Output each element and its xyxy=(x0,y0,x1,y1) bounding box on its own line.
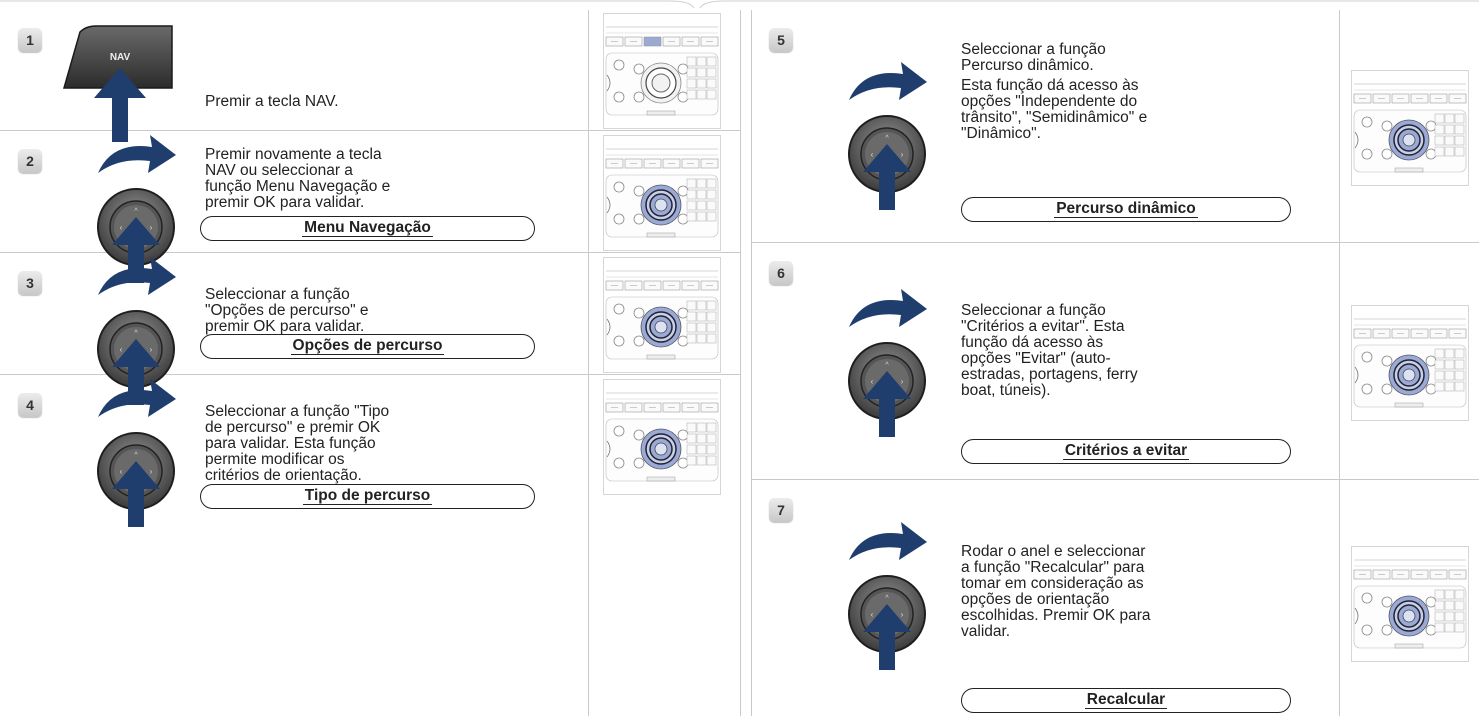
push-arrow-icon xyxy=(94,68,146,142)
svg-text:^: ^ xyxy=(134,452,138,459)
instruction-paragraph: Premir a tecla NAV. xyxy=(205,93,339,110)
svg-text:›: › xyxy=(901,150,904,159)
svg-text:›: › xyxy=(901,610,904,619)
svg-text:NAV: NAV xyxy=(110,52,131,63)
console-thumbnail xyxy=(1351,305,1469,421)
console-thumbnail xyxy=(603,379,721,495)
svg-text:›: › xyxy=(150,345,153,354)
menu-function-label: Percurso dinâmico xyxy=(961,197,1291,222)
svg-text:^: ^ xyxy=(885,362,889,369)
step-number-badge: 3 xyxy=(18,271,42,295)
push-arrow-icon xyxy=(863,371,911,437)
push-arrow-icon xyxy=(863,604,911,670)
step-7: 7 OK ^ ‹ › Rodar o anel e seleccionar a … xyxy=(751,480,1479,716)
svg-text:‹: ‹ xyxy=(871,377,874,386)
step-5: 5 OK ^ ‹ › Seleccionar a função Percurso… xyxy=(751,10,1479,243)
step-number-badge: 2 xyxy=(18,149,42,173)
rotary-knob-icon: OK ^ ‹ › xyxy=(90,377,182,527)
rotary-knob-icon: OK ^ ‹ › xyxy=(841,287,933,437)
push-arrow-icon xyxy=(863,144,911,210)
svg-text:›: › xyxy=(150,467,153,476)
curved-arrow-icon xyxy=(98,135,176,173)
step-4: 4 OK ^ ‹ › Seleccionar a função "Tipo de… xyxy=(0,375,740,716)
step-6: 6 OK ^ ‹ › Seleccionar a função "Critéri… xyxy=(751,243,1479,480)
step-2: 2 OK ^ ‹ › Premir novamente a tecla NAV … xyxy=(0,131,740,283)
console-thumbnail xyxy=(1351,546,1469,662)
svg-text:^: ^ xyxy=(885,595,889,602)
menu-function-label-text: Menu Navegação xyxy=(302,219,433,237)
cell-divider xyxy=(588,253,589,374)
curved-arrow-icon xyxy=(849,62,927,100)
svg-text:^: ^ xyxy=(134,330,138,337)
console-thumbnail xyxy=(603,13,721,129)
step-number-badge: 4 xyxy=(18,393,42,417)
top-rule xyxy=(0,0,1479,10)
push-arrow-icon xyxy=(112,461,160,527)
svg-text:‹: ‹ xyxy=(120,467,123,476)
step-number-badge: 6 xyxy=(769,261,793,285)
console-thumbnail xyxy=(603,135,721,251)
step-1: 1 NAV Premir a tecla NAV. xyxy=(0,10,740,142)
curved-arrow-icon xyxy=(849,522,927,560)
step-instruction: Seleccionar a função "Opções de percurso… xyxy=(205,287,395,335)
rotary-knob-icon: OK ^ ‹ › xyxy=(90,255,182,405)
cell-divider xyxy=(588,131,589,252)
menu-function-label-text: Critérios a evitar xyxy=(1062,442,1190,460)
step-instruction: Premir a tecla NAV. xyxy=(205,94,395,110)
svg-text:›: › xyxy=(901,377,904,386)
step-number-badge: 5 xyxy=(769,28,793,52)
rotary-knob-icon: OK ^ ‹ › xyxy=(841,60,933,210)
cell-divider xyxy=(1339,10,1340,242)
step-instruction: Seleccionar a função "Critérios a evitar… xyxy=(961,303,1151,399)
cell-divider xyxy=(1339,243,1340,479)
menu-function-label: Opções de percurso xyxy=(200,334,535,359)
svg-text:‹: ‹ xyxy=(871,610,874,619)
instruction-paragraph: Esta função dá acesso às opções "Indepen… xyxy=(961,77,1148,142)
menu-function-label-text: Percurso dinâmico xyxy=(1054,200,1198,218)
instruction-paragraph: Seleccionar a função "Critérios a evitar… xyxy=(961,302,1138,399)
step-3: 3 OK ^ ‹ › Seleccionar a função "Opções … xyxy=(0,253,740,405)
instruction-paragraph: Premir novamente a tecla NAV ou seleccio… xyxy=(205,146,391,211)
step-instruction: Seleccionar a função Percurso dinâmico.E… xyxy=(961,42,1151,142)
column-divider xyxy=(740,10,741,716)
step-number-badge: 1 xyxy=(18,28,42,52)
nav-key-icon: NAV xyxy=(56,24,176,144)
step-instruction: Premir novamente a tecla NAV ou seleccio… xyxy=(205,147,395,211)
step-instruction: Seleccionar a função "Tipo de percurso" … xyxy=(205,404,395,484)
instruction-paragraph: Rodar o anel e seleccionar a função "Rec… xyxy=(961,543,1151,640)
console-thumbnail xyxy=(1351,70,1469,186)
svg-text:‹: ‹ xyxy=(871,150,874,159)
cell-divider xyxy=(1339,480,1340,716)
menu-function-label: Critérios a evitar xyxy=(961,439,1291,464)
menu-function-label-text: Opções de percurso xyxy=(290,337,445,355)
cell-divider xyxy=(588,10,589,130)
svg-text:‹: ‹ xyxy=(120,223,123,232)
column-divider xyxy=(751,10,752,716)
curved-arrow-icon xyxy=(98,379,176,417)
curved-arrow-icon xyxy=(98,257,176,295)
menu-function-label: Menu Navegação xyxy=(200,216,535,241)
instruction-paragraph: Seleccionar a função "Opções de percurso… xyxy=(205,286,369,335)
menu-function-label: Tipo de percurso xyxy=(200,484,535,509)
svg-text:‹: ‹ xyxy=(120,345,123,354)
svg-text:^: ^ xyxy=(885,135,889,142)
menu-function-label: Recalcular xyxy=(961,688,1291,713)
push-arrow-icon xyxy=(112,217,160,283)
rotary-knob-icon: OK ^ ‹ › xyxy=(90,133,182,283)
cell-divider xyxy=(588,375,589,716)
curved-arrow-icon xyxy=(849,289,927,327)
step-instruction: Rodar o anel e seleccionar a função "Rec… xyxy=(961,544,1151,640)
step-number-badge: 7 xyxy=(769,498,793,522)
instruction-paragraph: Seleccionar a função "Tipo de percurso" … xyxy=(205,403,390,484)
menu-function-label-text: Recalcular xyxy=(1084,691,1168,709)
rotary-knob-icon: OK ^ ‹ › xyxy=(841,520,933,670)
console-thumbnail xyxy=(603,257,721,373)
menu-function-label-text: Tipo de percurso xyxy=(302,487,433,505)
instruction-paragraph: Seleccionar a função Percurso dinâmico. xyxy=(961,41,1106,74)
svg-text:›: › xyxy=(150,223,153,232)
push-arrow-icon xyxy=(112,339,160,405)
svg-text:^: ^ xyxy=(134,208,138,215)
